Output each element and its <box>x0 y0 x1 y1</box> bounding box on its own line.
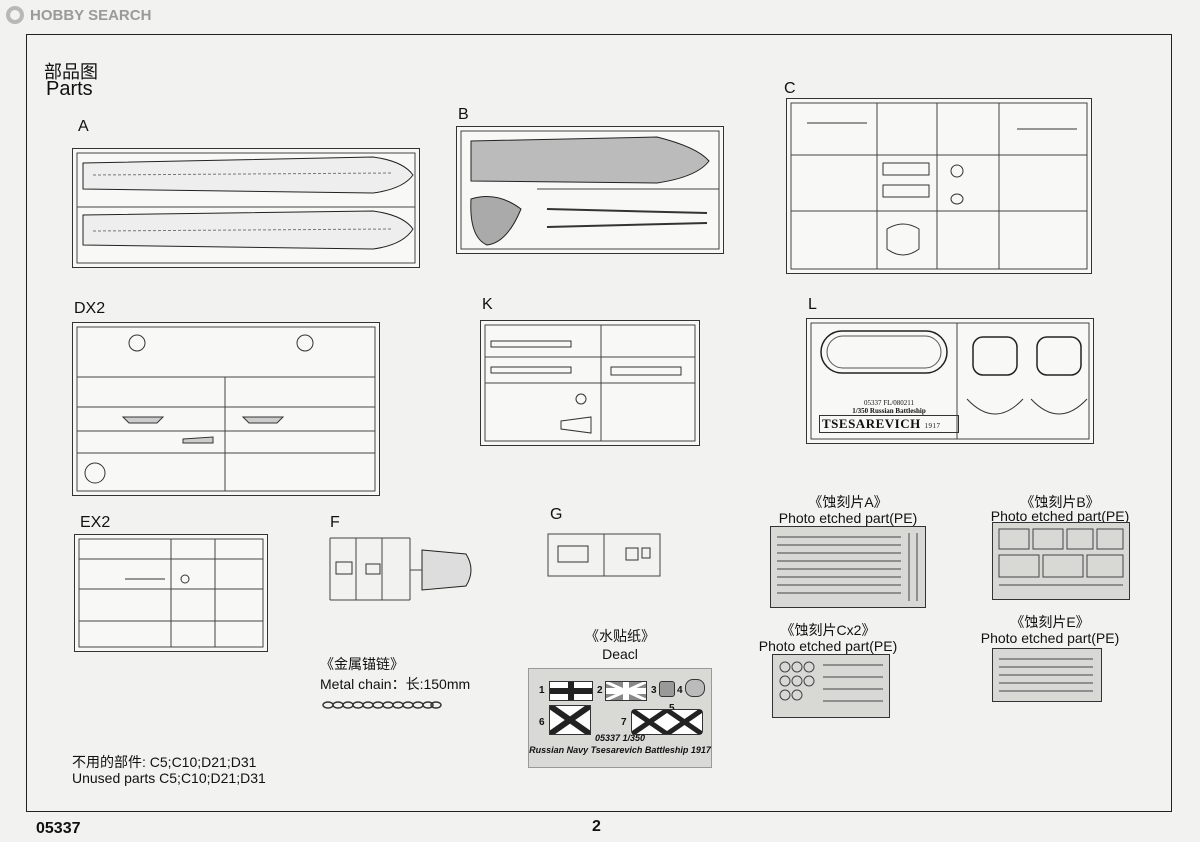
pe-sheet-e <box>992 648 1102 702</box>
unused-parts-en: Unused parts C5;C10;D21;D31 <box>72 770 266 786</box>
sprue-label-c: C <box>784 80 796 97</box>
decal-code-line: 05337 1/350 <box>594 733 646 743</box>
sprue-g <box>544 530 664 580</box>
sprue-label-dx2: DX2 <box>74 300 106 317</box>
l-sprue-ship-name: TSESAREVICH 1917 <box>819 415 959 433</box>
sprue-label-ex2: EX2 <box>80 514 111 531</box>
chain-icon <box>322 701 442 709</box>
sprue-g-drawing <box>547 533 661 577</box>
decal-flag-6 <box>548 703 592 737</box>
saltire-pennant-icon <box>630 707 704 737</box>
sprue-label-k: K <box>482 296 493 313</box>
sprue-k <box>480 320 700 446</box>
decal-heart-icon <box>685 679 705 697</box>
metal-chain-image <box>322 698 442 710</box>
decal-title-cn: 《水贴纸》 <box>585 628 655 644</box>
decal-number: 5 <box>669 703 675 714</box>
saltire-flag-icon <box>548 703 592 737</box>
page-frame <box>26 34 1172 812</box>
sprue-c-drawing <box>790 102 1088 270</box>
pe-e-title-cn: 《蚀刻片E》 <box>1010 614 1090 630</box>
page-title-en: Parts <box>46 78 93 100</box>
sprue-l-drawing <box>810 322 1090 440</box>
decal-flag-7 <box>630 707 704 737</box>
pe-sheet-b-drawing <box>998 528 1124 586</box>
pe-b-title-en: Photo etched part(PE) <box>990 508 1130 524</box>
pe-sheet-e-drawing <box>999 658 1093 692</box>
pe-sheet-a-drawing <box>777 533 918 601</box>
sprue-a-drawing <box>76 152 416 264</box>
sprue-ex2 <box>74 534 268 652</box>
l-sprue-scale-line: 1/350 Russian Battleship <box>852 407 926 415</box>
pe-sheet-c-drawing <box>779 661 883 702</box>
unused-parts-cn: 不用的部件: C5;C10;D21;D31 <box>72 754 257 770</box>
decal-number: 7 <box>621 717 627 728</box>
sprue-label-f: F <box>330 514 340 531</box>
watermark-text: HOBBY SEARCH <box>30 6 152 24</box>
sprue-label-l: L <box>808 296 817 313</box>
sprue-dx2-drawing <box>76 326 376 492</box>
hobby-search-logo-icon <box>6 6 24 24</box>
decal-flag-1 <box>549 681 593 701</box>
decal-number: 1 <box>539 685 545 696</box>
sprue-k-drawing <box>484 324 696 442</box>
decal-number: 4 <box>677 685 683 696</box>
pe-a-title-cn: 《蚀刻片A》 <box>808 494 888 510</box>
metal-chain-title-en: Metal chain：长:150mm <box>320 676 471 692</box>
sprue-b <box>456 126 724 254</box>
page-number: 2 <box>592 818 601 835</box>
sprue-f <box>326 534 480 604</box>
pe-a-title-en: Photo etched part(PE) <box>778 510 918 526</box>
union-jack-flag-icon <box>605 680 647 702</box>
watermark: HOBBY SEARCH <box>6 4 151 26</box>
sprue-c <box>786 98 1092 274</box>
cross-flag-icon <box>550 682 592 700</box>
sprue-l: 05337 FL/080211 1/350 Russian Battleship… <box>806 318 1094 444</box>
sprue-label-g: G <box>550 506 563 523</box>
decal-number: 3 <box>651 685 657 696</box>
sprue-ex2-drawing <box>78 538 264 648</box>
decal-caption: Russian Navy Tsesarevich Battleship 1917 <box>529 745 711 755</box>
l-sprue-nameplate: 05337 FL/080211 1/350 Russian Battleship… <box>819 399 959 433</box>
decal-number: 6 <box>539 717 545 728</box>
decal-shield-icon <box>659 681 675 697</box>
pe-sheet-c <box>772 654 890 718</box>
metal-chain-title-cn: 《金属锚链》 <box>320 656 404 672</box>
sprue-f-drawing <box>329 537 472 601</box>
page-title-cn: 部品图 <box>44 62 98 82</box>
pe-c-title-cn: 《蚀刻片Cx2》 <box>780 622 876 638</box>
decal-flag-2 <box>605 680 647 702</box>
pe-sheet-a <box>770 526 926 608</box>
sprue-label-b: B <box>458 106 469 123</box>
l-sprue-code: 05337 FL/080211 <box>863 399 915 407</box>
pe-c-title-en: Photo etched part(PE) <box>758 638 898 654</box>
pe-sheet-b <box>992 522 1130 600</box>
sprue-label-a: A <box>78 118 89 135</box>
sprue-dx2 <box>72 322 380 496</box>
sprue-b-drawing <box>460 130 720 250</box>
product-code: 05337 <box>36 820 81 837</box>
pe-e-title-en: Photo etched part(PE) <box>980 630 1120 646</box>
decal-title-en: Deacl <box>602 646 638 662</box>
decal-sheet: 1 2 3 4 5 6 7 05337 1/350 Russian Navy T… <box>528 668 712 768</box>
pe-b-title-cn: 《蚀刻片B》 <box>1020 494 1100 510</box>
sprue-a <box>72 148 420 268</box>
decal-number: 2 <box>597 685 603 696</box>
